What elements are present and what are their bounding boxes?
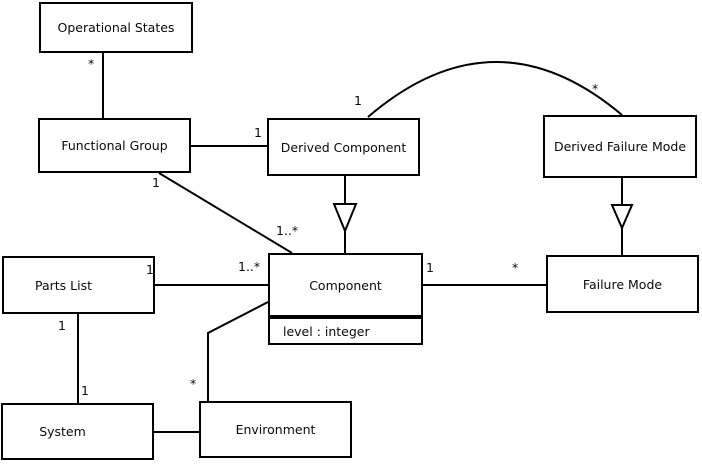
multiplicity-pl-system-pl-end: 1 <box>58 318 66 333</box>
class-parts-list: Parts List <box>2 256 155 314</box>
class-environment: Environment <box>199 401 352 458</box>
class-name: Parts List <box>34 277 92 293</box>
multiplicity-dc-dfm-dc-end: 1 <box>354 93 362 108</box>
multiplicity-os-fg-os-end: * <box>88 56 95 71</box>
generalization-triangle-icon <box>332 203 358 234</box>
generalization-triangle-icon <box>610 204 634 231</box>
edge-derived-component-derived-failure-mode-arc <box>367 61 623 118</box>
class-system: System <box>1 403 154 460</box>
class-attributes-compartment: level : integer <box>270 317 421 343</box>
multiplicity-component-fm-comp-end: 1 <box>426 260 434 275</box>
class-name: Derived Component <box>280 139 407 155</box>
class-component: Component level : integer <box>268 253 423 345</box>
class-name: Functional Group <box>61 138 168 153</box>
multiplicity-component-fm-fm-end: * <box>512 260 519 275</box>
class-operational-states: Operational States <box>39 2 193 53</box>
class-attribute: level : integer <box>283 323 370 339</box>
multiplicity-pl-component-comp-end: 1..* <box>238 259 261 274</box>
multiplicity-component-env-env-end: * <box>190 376 197 391</box>
class-name: Component <box>309 277 382 293</box>
multiplicity-pl-component-pl-end: 1 <box>146 262 154 277</box>
multiplicity-dc-dfm-dfm-end: * <box>592 81 599 96</box>
class-functional-group: Functional Group <box>38 118 191 173</box>
multiplicity-fg-component-comp-end: 1..* <box>276 223 299 238</box>
class-name: Failure Mode <box>582 276 663 292</box>
edge-functional-group-component <box>158 172 293 254</box>
class-name: System <box>39 424 86 439</box>
multiplicity-pl-system-system-end: 1 <box>81 383 89 398</box>
multiplicity-fg-dc-dc-end: 1 <box>254 125 262 140</box>
class-name-compartment: Component <box>270 255 421 317</box>
class-derived-component: Derived Component <box>267 118 420 176</box>
multiplicity-fg-component-fg-end: 1 <box>152 175 160 190</box>
class-name: Derived Failure Mode <box>553 139 687 154</box>
class-derived-failure-mode: Derived Failure Mode <box>543 115 697 178</box>
class-failure-mode: Failure Mode <box>546 255 699 313</box>
class-name: Environment <box>235 422 316 437</box>
class-name: Operational States <box>57 20 175 35</box>
edge-component-environment <box>207 301 269 401</box>
